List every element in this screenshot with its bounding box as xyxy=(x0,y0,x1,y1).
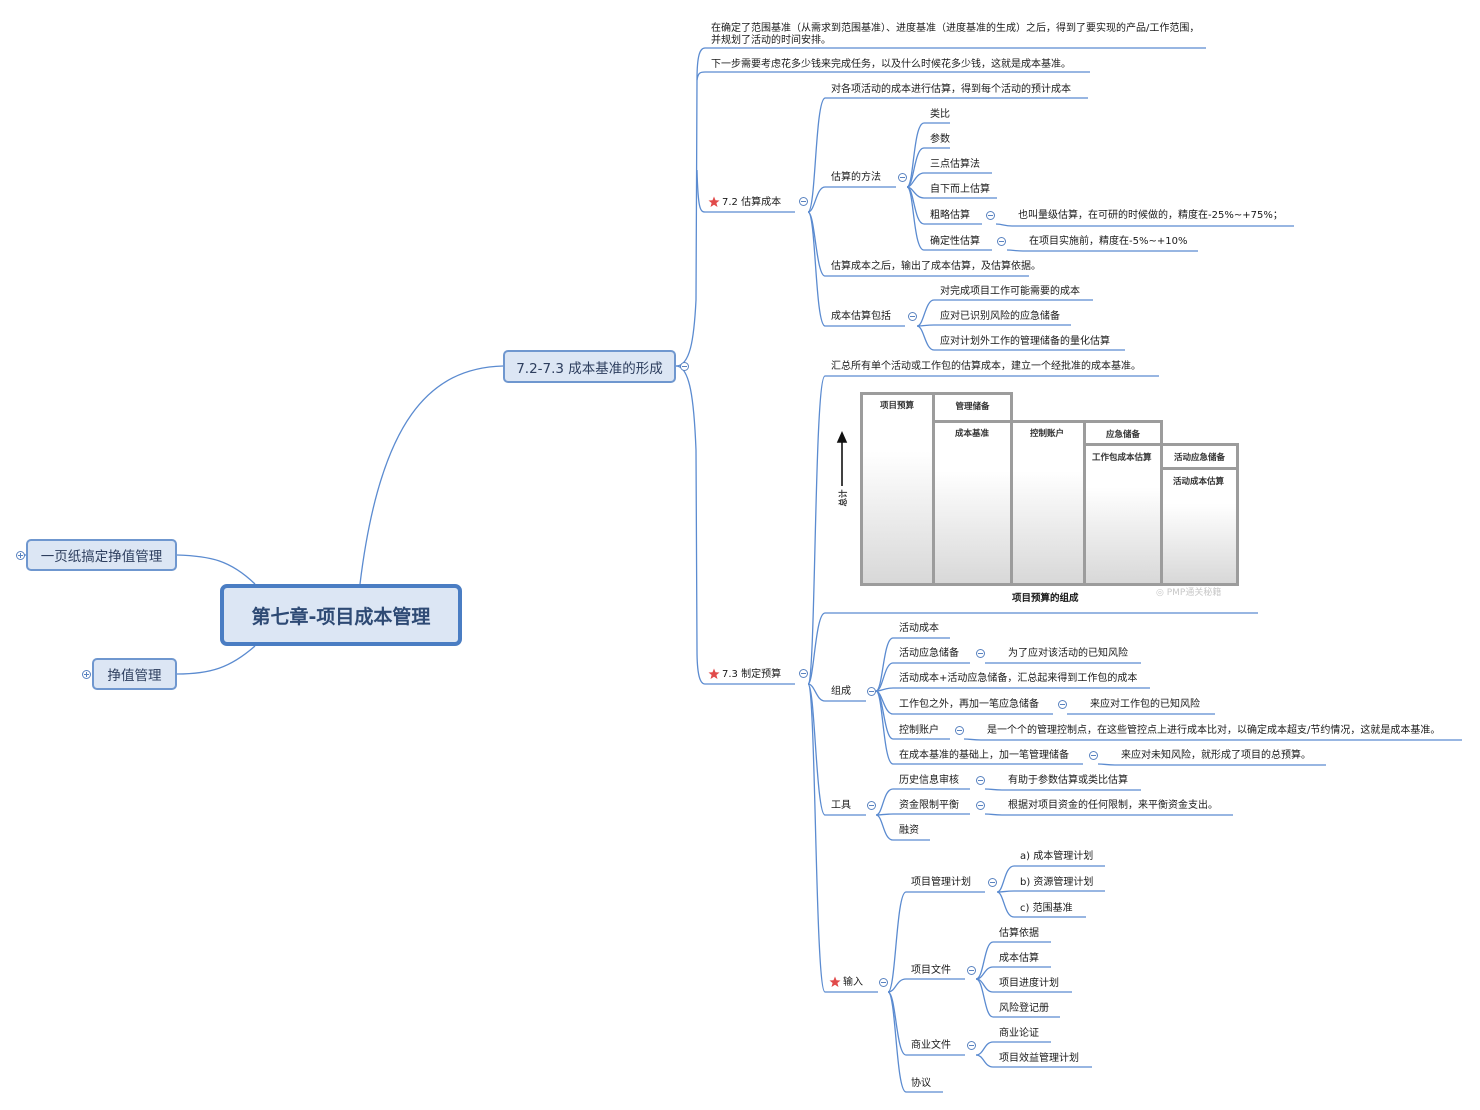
collapse-icon[interactable] xyxy=(799,669,808,678)
composition-item[interactable]: 在成本基准的基础上，加一笔管理储备 xyxy=(899,750,1069,761)
business-doc-item[interactable]: 项目效益管理计划 xyxy=(999,1053,1079,1064)
figure-col-work-package xyxy=(1083,443,1163,586)
collapse-icon[interactable] xyxy=(680,362,689,371)
figure-label-wp-estimate: 工作包成本估算 xyxy=(1092,453,1152,463)
collapse-icon[interactable] xyxy=(1058,700,1067,709)
figure-axis-total: 总计 xyxy=(839,489,849,507)
composition-note[interactable]: 来应对工作包的已知风险 xyxy=(1090,699,1200,710)
star-icon xyxy=(708,668,720,679)
composition-item[interactable]: 工作包之外，再加一笔应急储备 xyxy=(899,699,1039,710)
figure-col-control-account xyxy=(1010,420,1086,586)
intro-text-2: 下一步需要考虑花多少钱来完成任务，以及什么时候花多少钱，这就是成本基准。 xyxy=(711,59,1071,70)
includes-item[interactable]: 应对已识别风险的应急储备 xyxy=(940,311,1060,322)
input-project-docs[interactable]: 项目文件 xyxy=(911,965,951,976)
project-doc-item[interactable]: 成本估算 xyxy=(999,953,1039,964)
watermark: ◎ PMP通关秘籍 xyxy=(1156,588,1222,598)
tool-note[interactable]: 根据对项目资金的任何限制，来平衡资金支出。 xyxy=(1008,800,1218,811)
collapse-icon[interactable] xyxy=(986,211,995,220)
composition-note[interactable]: 来应对未知风险，就形成了项目的总预算。 xyxy=(1121,750,1311,761)
figure-activity-contingency: 活动应急储备 xyxy=(1160,443,1239,470)
estimate-desc[interactable]: 对各项活动的成本进行估算，得到每个活动的预计成本 xyxy=(831,84,1071,95)
figure-label-activity-estimate: 活动成本估算 xyxy=(1173,477,1225,487)
project-doc-item[interactable]: 风险登记册 xyxy=(999,1003,1049,1014)
input-business-docs[interactable]: 商业文件 xyxy=(911,1040,951,1051)
inputs-node[interactable]: 输入 xyxy=(843,977,863,988)
includes-item[interactable]: 应对计划外工作的管理储备的量化估算 xyxy=(940,336,1110,347)
collapse-icon[interactable] xyxy=(997,237,1006,246)
pm-plan-item[interactable]: c) 范围基准 xyxy=(1020,903,1073,914)
estimate-output[interactable]: 估算成本之后，输出了成本估算，及估算依据。 xyxy=(831,261,1041,272)
tool-item[interactable]: 资金限制平衡 xyxy=(899,800,959,811)
method-analogous[interactable]: 类比 xyxy=(930,109,950,120)
collapse-icon[interactable] xyxy=(955,726,964,735)
method-rough[interactable]: 粗略估算 xyxy=(930,210,970,221)
tools-node[interactable]: 工具 xyxy=(831,800,851,811)
collapse-icon[interactable] xyxy=(867,801,876,810)
collapse-icon[interactable] xyxy=(976,776,985,785)
figure-caption: 项目预算的组成 xyxy=(1012,593,1079,604)
project-doc-item[interactable]: 项目进度计划 xyxy=(999,978,1059,989)
method-bottom-up[interactable]: 自下而上估算 xyxy=(930,184,990,195)
figure-col-project-budget xyxy=(860,392,935,586)
project-doc-item[interactable]: 估算依据 xyxy=(999,928,1039,939)
composition-item[interactable]: 活动应急储备 xyxy=(899,648,959,659)
tool-item[interactable]: 历史信息审核 xyxy=(899,775,959,786)
intro-text-1: 在确定了范围基准（从需求到范围基准）、进度基准（进度基准的生成）之后，得到了要实… xyxy=(711,23,1200,46)
composition-item[interactable]: 活动成本+活动应急储备，汇总起来得到工作包的成本 xyxy=(899,673,1138,684)
pm-plan-item[interactable]: b) 资源管理计划 xyxy=(1020,877,1094,888)
method-parametric[interactable]: 参数 xyxy=(930,134,950,145)
composition-node[interactable]: 组成 xyxy=(831,686,851,697)
composition-note[interactable]: 为了应对该活动的已知风险 xyxy=(1008,648,1128,659)
method-definitive[interactable]: 确定性估算 xyxy=(930,236,980,247)
definitive-estimate-note[interactable]: 在项目实施前，精度在-5%~+10% xyxy=(1029,236,1188,247)
node-7-2-estimate-costs[interactable]: 7.2 估算成本 xyxy=(722,197,782,208)
node-7-3-determine-budget[interactable]: 7.3 制定预算 xyxy=(722,669,782,680)
tool-note[interactable]: 有助于参数估算或类比估算 xyxy=(1008,775,1128,786)
input-agreements[interactable]: 协议 xyxy=(911,1078,931,1089)
branch-earned-value[interactable]: 挣值管理 xyxy=(92,658,177,690)
star-icon xyxy=(708,196,720,207)
composition-item[interactable]: 控制账户 xyxy=(899,725,939,736)
figure-contingency: 应急储备 xyxy=(1083,420,1163,446)
expand-icon[interactable] xyxy=(82,670,91,679)
expand-icon[interactable] xyxy=(16,551,25,560)
figure-col-cost-baseline xyxy=(932,420,1013,586)
business-doc-item[interactable]: 商业论证 xyxy=(999,1028,1039,1039)
collapse-icon[interactable] xyxy=(898,173,907,182)
collapse-icon[interactable] xyxy=(908,312,917,321)
figure-label-project-budget: 项目预算 xyxy=(880,401,915,411)
composition-item[interactable]: 活动成本 xyxy=(899,623,939,634)
rough-estimate-note[interactable]: 也叫量级估算，在可研的时候做的，精度在-25%~+75%； xyxy=(1018,210,1283,221)
collapse-icon[interactable] xyxy=(867,687,876,696)
input-pm-plan[interactable]: 项目管理计划 xyxy=(911,877,971,888)
figure-label-control-account: 控制账户 xyxy=(1030,429,1065,439)
method-three-point[interactable]: 三点估算法 xyxy=(930,159,980,170)
branch-cost-baseline[interactable]: 7.2-7.3 成本基准的形成 xyxy=(503,350,676,383)
collapse-icon[interactable] xyxy=(988,878,997,887)
budget-summary[interactable]: 汇总所有单个活动或工作包的估算成本，建立一个经批准的成本基准。 xyxy=(831,361,1141,372)
estimate-methods[interactable]: 估算的方法 xyxy=(831,172,881,183)
collapse-icon[interactable] xyxy=(976,801,985,810)
tool-item[interactable]: 融资 xyxy=(899,825,919,836)
star-icon xyxy=(829,976,841,987)
figure-col-activity xyxy=(1160,467,1239,586)
collapse-icon[interactable] xyxy=(1089,751,1098,760)
collapse-icon[interactable] xyxy=(799,197,808,206)
figure-label-cost-baseline: 成本基准 xyxy=(955,429,990,439)
collapse-icon[interactable] xyxy=(879,978,888,987)
composition-note[interactable]: 是一个个的管理控制点，在这些管控点上进行成本比对，以确定成本超支/节约情况，这就… xyxy=(987,725,1441,736)
root-node[interactable]: 第七章-项目成本管理 xyxy=(220,584,462,646)
collapse-icon[interactable] xyxy=(967,966,976,975)
branch-one-page-earned-value[interactable]: 一页纸搞定挣值管理 xyxy=(26,539,177,571)
includes-item[interactable]: 对完成项目工作可能需要的成本 xyxy=(940,286,1080,297)
figure-mgmt-reserve: 管理储备 xyxy=(932,392,1013,423)
estimate-includes[interactable]: 成本估算包括 xyxy=(831,311,891,322)
collapse-icon[interactable] xyxy=(967,1041,976,1050)
collapse-icon[interactable] xyxy=(976,649,985,658)
pm-plan-item[interactable]: a) 成本管理计划 xyxy=(1020,851,1094,862)
